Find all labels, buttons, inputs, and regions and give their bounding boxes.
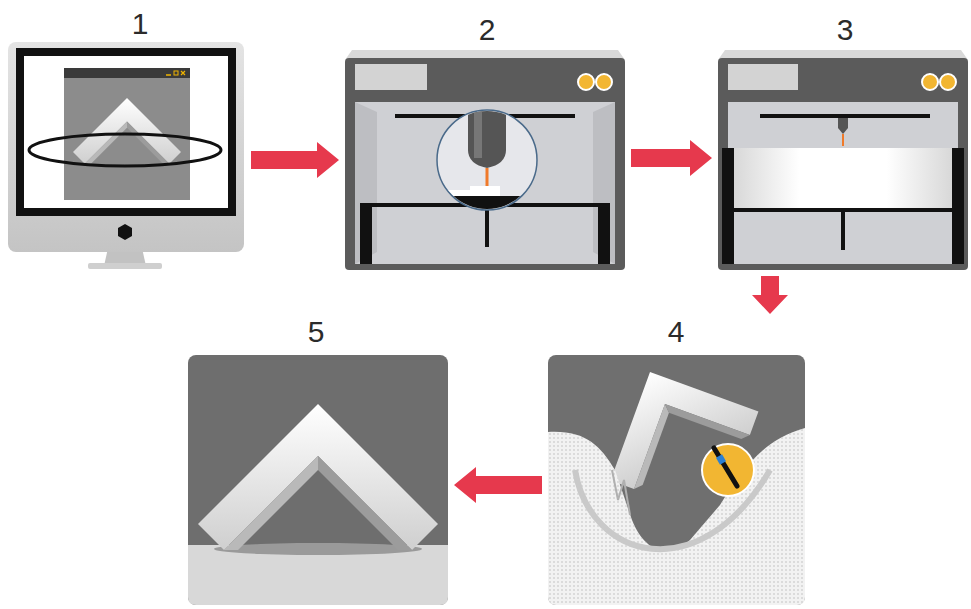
flow-arrow (251, 142, 339, 178)
illustration-part (922, 74, 938, 90)
illustration-part (88, 263, 162, 269)
illustration-part (728, 64, 798, 90)
illustration-part (838, 118, 848, 128)
illustration-part (728, 102, 958, 264)
illustration-part (440, 196, 540, 216)
printer-finished (718, 50, 968, 270)
illustration-part (842, 134, 844, 146)
illustration-part (468, 108, 506, 168)
illustration-part (718, 58, 968, 270)
process-step: 3 (716, 14, 969, 272)
illustration-part (841, 210, 845, 250)
illustration-part (24, 56, 228, 208)
illustration-part (29, 134, 221, 166)
illustration-part (722, 148, 734, 264)
flow-arrow (752, 276, 788, 314)
step-number: 4 (656, 316, 696, 348)
computer-monitor (8, 42, 244, 269)
illustration-part (174, 71, 178, 75)
arrow-shape (631, 140, 712, 176)
arrow-shape (752, 276, 788, 314)
illustration-part (355, 102, 615, 264)
process-step: 1 (5, 8, 247, 274)
illustration-part (578, 74, 594, 90)
illustration-part (64, 68, 190, 78)
illustration-part (702, 444, 754, 496)
flow-arrow (454, 467, 542, 503)
step-number: 3 (825, 14, 865, 46)
process-step: 2 (343, 14, 627, 272)
illustration-part (734, 148, 952, 210)
arrow-shape (251, 142, 339, 178)
illustration-part (940, 74, 956, 90)
arrow-shape (454, 467, 542, 503)
illustration-part (181, 71, 185, 75)
process-step: 4 (546, 316, 807, 607)
illustration-part (73, 98, 181, 164)
step-number: 5 (296, 316, 336, 348)
process-step: 5 (186, 316, 450, 607)
illustration-part (952, 148, 964, 264)
illustration-part (360, 205, 372, 264)
illustration-part (485, 205, 489, 247)
illustration-part (118, 224, 132, 240)
illustration-part (355, 102, 377, 264)
illustration-part (8, 42, 244, 252)
illustration-part (598, 205, 610, 264)
illustration-part (474, 108, 482, 158)
step-number: 1 (120, 8, 160, 40)
illustration-part (166, 74, 171, 76)
illustration-part (593, 102, 615, 264)
illustration-part (486, 168, 489, 186)
depowdering-panel (548, 338, 805, 605)
illustration-part (612, 470, 630, 515)
illustration-part (719, 456, 723, 463)
illustration-part (596, 74, 612, 90)
illustration-part (355, 64, 427, 90)
illustration-part (345, 58, 625, 270)
illustration-part (16, 48, 236, 216)
illustration-part (188, 355, 448, 605)
step-number: 2 (467, 14, 507, 46)
illustration-part (838, 128, 848, 134)
illustration-part (714, 448, 737, 486)
illustration-part (198, 404, 438, 550)
flow-arrow (631, 140, 712, 176)
illustration-part (440, 108, 540, 216)
illustration-part (440, 186, 500, 196)
printer-building (345, 50, 625, 270)
illustration-part (760, 114, 930, 118)
finished-part-panel (188, 355, 448, 605)
illustration-part (548, 428, 805, 605)
illustration-part (214, 543, 422, 555)
illustration-part (548, 428, 805, 605)
